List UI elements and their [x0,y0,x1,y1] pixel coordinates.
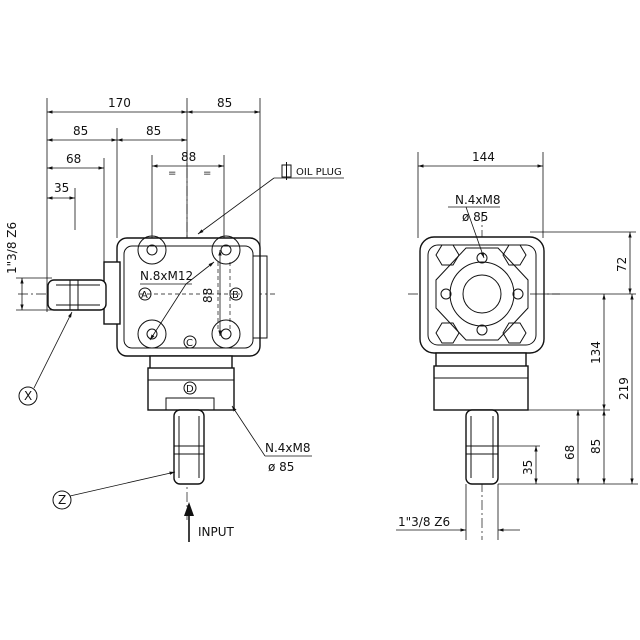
front-gearbox-body [103,235,268,411]
oil-plug-label: OIL PLUG [296,167,342,178]
equals-mark-left: = [168,168,176,179]
point-d: D [186,384,194,395]
front-shaft-thread-dimension: 1"3/8 Z6 [5,222,52,311]
side-dim-72-label: 72 [615,257,629,272]
side-flange-bolts-label: N.4xM8 [455,193,501,207]
dim-88-horizontal-label: 88 [181,150,196,164]
point-b: B [232,290,239,301]
dim-68-label: 68 [66,152,81,166]
dim-85-right-label: 85 [146,124,161,138]
side-shaft-thread-dimension: 1"3/8 Z6 [396,484,520,540]
point-a: A [141,290,148,301]
front-view: 170 85 85 85 68 88 35 = = 1"3/8 Z6 [5,96,344,542]
dim-35-label: 35 [54,181,69,195]
bolt-pattern-label: N.8xM12 [140,269,193,283]
oil-plug-callout: OIL PLUG [197,162,344,235]
input-label: INPUT [198,525,235,539]
callout-z: Z [52,471,176,510]
side-dim-85-label: 85 [589,439,603,454]
side-flange-dia-label: ø 85 [462,210,488,224]
side-view: 144 [396,150,638,540]
callout-x-label: X [24,389,32,403]
front-flange-callout: N.4xM8 ø 85 [231,405,312,474]
side-dim-134-label: 134 [589,341,603,364]
side-dim-219-label: 219 [617,377,631,400]
input-arrow: INPUT [184,502,235,542]
side-input-shaft [465,409,499,485]
side-gearbox-body [419,236,545,411]
front-top-dimensions: 170 85 85 85 68 88 35 = = [46,96,261,472]
dim-85-top-label: 85 [217,96,232,110]
equals-mark-right: = [203,168,211,179]
front-output-shaft-left [47,279,107,311]
front-flange-bolts-label: N.4xM8 [265,441,311,455]
point-c: C [186,338,193,349]
front-input-shaft-bottom [173,409,205,485]
front-flange-dia-label: ø 85 [268,460,294,474]
side-dim-144-label: 144 [472,150,495,164]
bolt-boss-top-left [137,235,167,265]
dim-170-label: 170 [108,96,131,110]
dim-85-left-label: 85 [73,124,88,138]
front-shaft-thread-label: 1"3/8 Z6 [5,222,19,274]
dim-88-vertical-label: 88 [201,288,215,303]
callout-z-label: Z [58,493,66,507]
callout-x: X [18,311,73,406]
side-flange-callout: N.4xM8 ø 85 [448,193,501,259]
side-dim-35-label: 35 [521,460,535,475]
side-shaft-thread-label: 1"3/8 Z6 [398,515,450,529]
side-dim-68-label: 68 [563,445,577,460]
side-vertical-dimensions: 72 134 219 85 68 35 [498,231,638,485]
